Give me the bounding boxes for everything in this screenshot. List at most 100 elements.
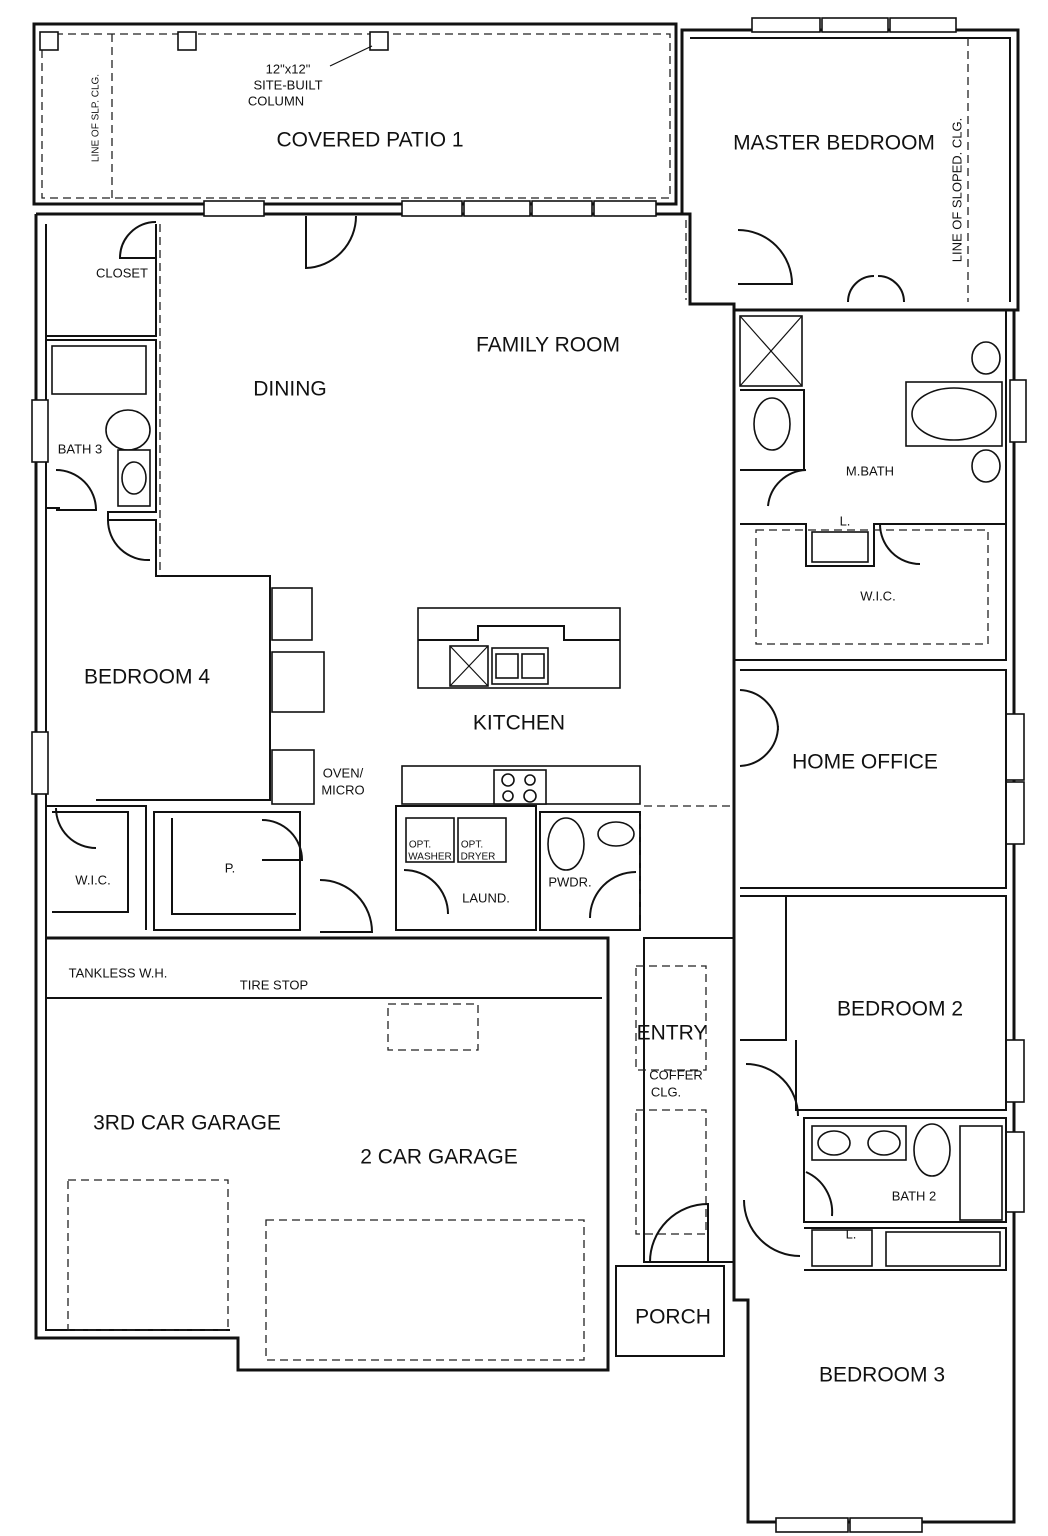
bedroom3-closet [804,1227,1007,1271]
bath2-label: BATH 2 [892,1188,937,1203]
powder-door [589,871,637,919]
dining-label: DINING [253,378,327,401]
wic-master-label: W.I.C. [860,588,895,603]
bath3-door [55,469,98,511]
window [203,200,265,217]
bedroom3-door [743,1199,801,1257]
patio-door [305,215,357,270]
toilet [105,409,151,451]
column-marker [177,31,197,51]
cabinet [271,587,313,641]
wic-door [55,807,97,849]
island-counter-line [418,625,620,641]
closet-door [118,221,157,259]
kitchen-fixtures [271,587,641,863]
tire-stop-label: TIRE STOP [240,977,308,992]
master-bedroom-label: MASTER BEDROOM [733,132,935,155]
mbath-wc-door [767,469,807,507]
opt-dryer-label-1: OPT. [461,840,483,851]
oven-micro-label-1: OVEN/ [323,765,364,780]
window [849,1517,923,1533]
window [1005,713,1025,781]
bath-fixtures [51,315,1003,1267]
attic-access [387,1003,479,1051]
window [1005,781,1025,845]
column-note-1: 12"x12" [266,61,311,76]
coffer-ceiling-bottom [635,1109,707,1235]
mbath-wic-wall [740,523,1006,567]
oven-micro [271,749,315,805]
house-outline-right [36,212,1016,1524]
bedroom2-door [745,1063,799,1117]
porch-wall [615,1265,725,1357]
closet-wall [46,224,157,337]
covered-patio-label: COVERED PATIO 1 [276,129,463,152]
wic-bed4-label: W.I.C. [75,872,110,887]
bath2-door [805,1171,834,1217]
window [751,17,821,33]
bed4-door [106,519,151,562]
closet-label: CLOSET [96,265,148,280]
bed3-closet-shelf [885,1231,1001,1267]
bed4-wic-wall [46,805,147,930]
pantry-label: P. [225,860,236,875]
bath2-wall [803,1117,1007,1223]
front-door [649,1202,709,1263]
window [31,399,49,463]
sink [121,461,147,495]
dishwasher-x [449,645,489,687]
burner [501,773,515,787]
burner [502,790,514,802]
bath2-sink [817,1130,851,1156]
sloped-clg-note: LINE OF SLOPED. CLG. [949,118,964,263]
window [1005,1131,1025,1213]
bath2-toilet [913,1123,951,1177]
oven-micro-label-2: MICRO [321,782,364,797]
wic-door-master [879,523,921,565]
mbath-wic-outline [733,310,1007,661]
cooktop [493,769,547,805]
linen-master-label: L. [840,513,851,528]
home-office-label: HOME OFFICE [792,751,938,774]
wic-inner [52,811,129,913]
garage-door [319,879,374,933]
master-sink [971,449,1001,483]
mbath-linen [811,531,869,563]
master-sink [971,341,1001,375]
powder-wall [539,811,641,931]
bath2-linen [811,1229,873,1267]
office-double-door [739,689,780,767]
pantry-door [261,819,304,861]
window [531,200,593,217]
garage-door-2car [265,1219,585,1361]
sink-bowl [521,653,545,679]
column-note-3: COLUMN [248,93,304,108]
dashed-lines [67,220,734,1361]
window [775,1517,849,1533]
bedroom3-label: BEDROOM 3 [819,1364,945,1387]
window [821,17,889,33]
garage-wall [46,936,610,1262]
column-marker [369,31,389,51]
master-tub-basin [911,387,997,441]
linen-bath2-label: L. [846,1226,857,1241]
bedroom4-label: BEDROOM 4 [84,666,210,689]
window [463,200,531,217]
master-toilet [753,397,791,451]
column-note-2: SITE-BUILT [253,77,322,92]
coffer-label-1: COFFER [649,1067,702,1082]
burner [524,774,536,786]
opt-washer-label-1: OPT. [409,840,431,851]
column-marker [39,31,59,51]
powder-toilet [547,817,585,871]
house-outline-left [34,214,610,1372]
sink-bowl [495,653,519,679]
porch-label: PORCH [635,1306,711,1329]
mbath-wc-wall [740,389,805,471]
laundry-wall [395,805,537,931]
master-door [737,229,794,285]
mbath-double-door [847,275,905,303]
patio-outline [32,22,678,206]
window [1009,379,1027,443]
